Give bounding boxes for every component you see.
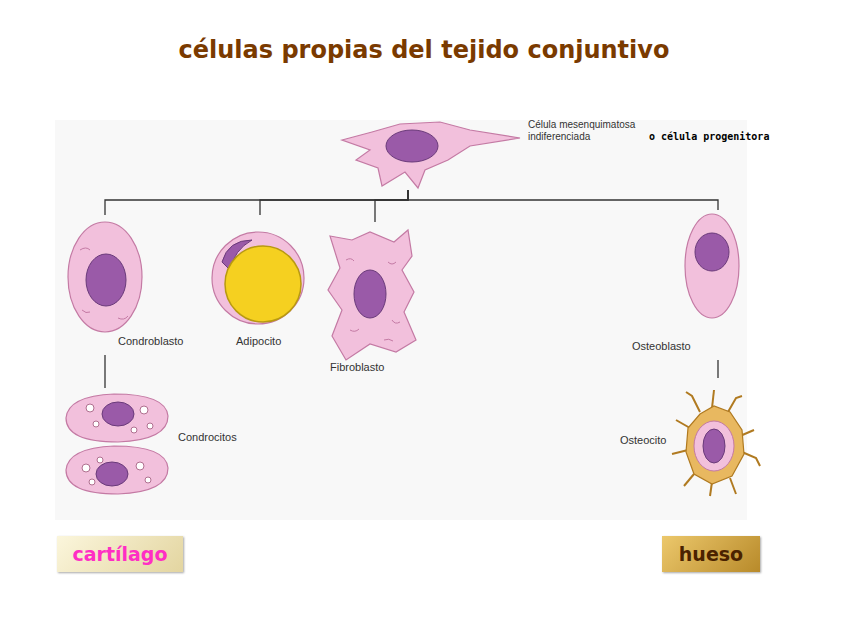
cell-label: Condrocitos bbox=[178, 431, 237, 443]
lineage-line bbox=[408, 190, 718, 210]
lineage-line bbox=[105, 190, 408, 215]
progenitor-cell: Célula mesenquimatosa indiferenciadao cé… bbox=[335, 115, 785, 190]
cell-label: Condroblasto bbox=[118, 335, 183, 347]
fibroblast-cell bbox=[328, 230, 416, 360]
figure-ground bbox=[55, 120, 747, 520]
lineage-line bbox=[104, 355, 105, 388]
adipocyte-cell bbox=[212, 232, 304, 324]
label-group: Condrocitos bbox=[178, 431, 237, 443]
osteocyte-cell bbox=[672, 390, 760, 496]
cell-node: Condrocitos bbox=[60, 388, 260, 498]
cell-label: Célula mesenquimatosa indiferenciada bbox=[528, 119, 646, 143]
osteoblast-cell bbox=[685, 214, 739, 318]
lineage-line bbox=[375, 190, 408, 222]
cell-node: Condroblasto bbox=[62, 215, 212, 355]
tissue-label: cartílago bbox=[72, 543, 167, 565]
lineage-line bbox=[260, 190, 408, 215]
label-group: Osteoblasto bbox=[632, 340, 691, 352]
mesenchymal-cell bbox=[342, 122, 520, 188]
label-group: Osteocito bbox=[620, 434, 666, 446]
cell-label: Fibroblasto bbox=[330, 361, 384, 373]
lineage-line bbox=[717, 360, 718, 378]
cell-node: Fibroblasto bbox=[320, 222, 420, 382]
chondrocyte-cells bbox=[66, 394, 168, 494]
cell-node: Adipocito bbox=[205, 215, 315, 355]
page-title: células propias del tejido conjuntivo bbox=[0, 36, 848, 64]
tissue-band: cartílago bbox=[57, 536, 183, 572]
chondroblast-cell bbox=[68, 222, 142, 332]
label-group: Célula mesenquimatosa indiferenciadao cé… bbox=[528, 119, 769, 143]
cell-node: Osteocito bbox=[612, 378, 757, 498]
annotation-note: o célula progenitora bbox=[649, 131, 769, 142]
cell-label: Adipocito bbox=[236, 335, 281, 347]
label-group: Adipocito bbox=[236, 335, 281, 347]
label-group: Condroblasto bbox=[118, 335, 183, 347]
tissue-band: hueso bbox=[662, 536, 760, 572]
tissue-label: hueso bbox=[679, 543, 743, 565]
label-group: Fibroblasto bbox=[330, 361, 384, 373]
cell-label: Osteocito bbox=[620, 434, 666, 446]
cell-node: Osteoblasto bbox=[625, 210, 745, 360]
cell-label: Osteoblasto bbox=[632, 340, 691, 352]
